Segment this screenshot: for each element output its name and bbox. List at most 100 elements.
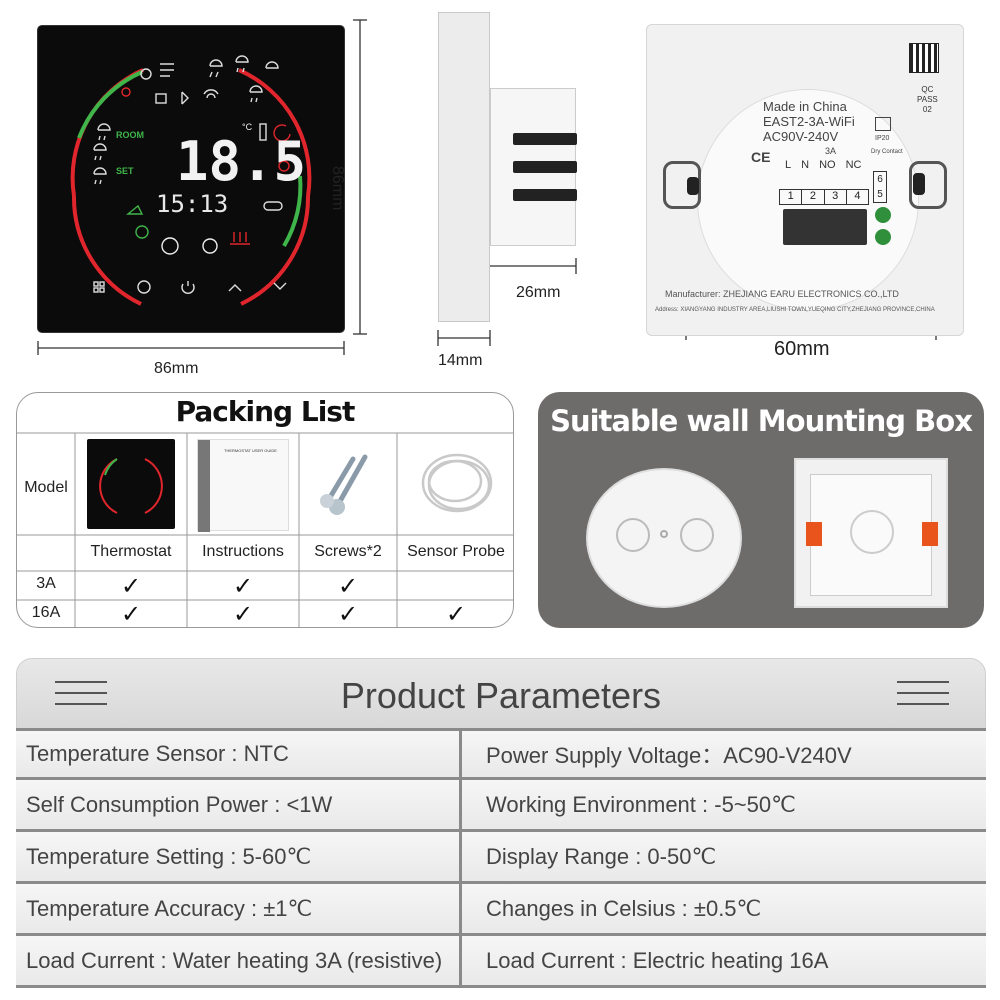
address-text: Address: XIANGYANG INDUSTRY AREA,LIUSHI … — [655, 307, 935, 313]
parameter-cell: Working Environment : -5~50℃ — [462, 780, 986, 829]
lock-icon — [155, 93, 167, 104]
rain-cloud-icon — [97, 123, 111, 141]
parameter-cell: Temperature Sensor : NTC — [16, 731, 462, 777]
instructions-thumbnail: THERMOSTAT USER GUIDE — [197, 439, 289, 532]
product-parameters-title: Product Parameters — [340, 675, 662, 716]
col-instructions: Instructions — [202, 543, 284, 560]
room-label: ROOM — [116, 130, 144, 140]
manufacturer-text: Manufacturer: ZHEJIANG EARU ELECTRONICS … — [665, 289, 899, 299]
check-mark: ✓ — [120, 572, 142, 600]
col-thermostat: Thermostat — [90, 543, 172, 560]
parameter-cell: Self Consumption Power : <1W — [16, 780, 462, 829]
packing-list-panel: Packing List Model THERMOSTAT USER GUIDE… — [16, 392, 514, 628]
side-depth-label: 14mm — [438, 352, 483, 369]
rain-icon — [209, 59, 223, 78]
parameter-cell: Load Current : Electric heating 16A — [462, 936, 986, 985]
sun-red-icon — [121, 87, 131, 97]
sensor-probe-thumbnail — [413, 439, 501, 527]
check-mark: ✓ — [232, 572, 254, 600]
wifi-icon — [203, 89, 219, 99]
mounting-box-panel: Suitable wall Mounting Box — [538, 392, 984, 628]
terminal-block — [783, 209, 867, 245]
clock-icon[interactable] — [137, 280, 151, 294]
sleet-icon — [93, 167, 107, 185]
screws-thumbnail — [315, 443, 385, 523]
set-label: SET — [116, 166, 134, 176]
drizzle-icon — [93, 143, 107, 161]
front-height-label: 86mm — [329, 166, 346, 211]
up-arrow-icon[interactable] — [228, 284, 242, 292]
toggle-icon — [263, 201, 283, 211]
auto-icon — [202, 238, 218, 254]
mounting-box-title: Suitable wall Mounting Box — [550, 404, 973, 438]
heat-red-icon — [278, 160, 290, 172]
check-mark: ✓ — [232, 600, 254, 628]
round-mounting-box — [586, 468, 742, 608]
thermostat-front-panel: ROOM SET 18.5 °C 15:13 — [38, 26, 344, 332]
menu-lines-icon-right — [897, 681, 949, 714]
ce-mark: CE — [751, 149, 771, 165]
col-screws: Screws*2 — [314, 543, 382, 560]
packing-list-grid — [17, 432, 513, 627]
thermometer-icon — [259, 123, 267, 141]
ring-red-left-lower — [71, 195, 142, 306]
showers-icon — [249, 85, 263, 103]
model-header: Model — [24, 479, 68, 496]
ring-green-right — [282, 175, 303, 248]
back-label-text: Made in China EAST2-3A-WiFi AC90V-240V 3… — [763, 99, 855, 156]
square-mounting-box — [794, 458, 948, 608]
check-mark: ✓ — [120, 600, 142, 628]
parameter-row: Load Current : Water heating 3A (resisti… — [16, 936, 986, 988]
back-width-label: 60mm — [774, 338, 830, 360]
parameter-cell: Changes in Celsius : ±0.5℃ — [462, 884, 986, 933]
thermostat-thumbnail — [87, 439, 175, 529]
row-model-3a: 3A — [36, 575, 56, 592]
parameter-cell: Display Range : 0-50℃ — [462, 832, 986, 881]
heating-red-icon — [230, 232, 250, 245]
col-sensor-probe: Sensor Probe — [407, 543, 505, 560]
thermostat-side-profile — [438, 12, 490, 322]
unit-label: °C — [242, 122, 253, 132]
parameter-cell: Temperature Setting : 5-60℃ — [16, 832, 462, 881]
cloud-icon — [265, 61, 279, 69]
ring-red-right — [238, 68, 312, 197]
dry-contact-label: Dry Contact — [871, 149, 903, 155]
qr-code — [909, 43, 939, 73]
check-mark: ✓ — [337, 600, 359, 628]
ip-rating: IP20 — [875, 135, 890, 142]
ring-red-right-lower — [240, 195, 311, 306]
refresh-red-icon — [273, 124, 291, 142]
ring-green-left — [77, 70, 143, 139]
back-depth-label: 26mm — [516, 284, 561, 301]
menu-lines-icon-left — [55, 681, 107, 714]
parameter-cell: Temperature Accuracy : ±1℃ — [16, 884, 462, 933]
check-mark: ✓ — [337, 572, 359, 600]
fog-icon — [160, 63, 174, 77]
parameter-cell: Power Supply Voltage：AC90-V240V — [462, 731, 986, 777]
power-icon[interactable] — [181, 281, 195, 294]
temperature-display: 18.5 — [176, 130, 306, 193]
front-width-label: 86mm — [154, 360, 199, 377]
thermostat-display-svg: ROOM SET 18.5 °C 15:13 — [70, 55, 312, 306]
eco-green-icon — [135, 225, 149, 239]
side-profile-body — [490, 88, 577, 246]
check-mark: ✓ — [445, 600, 467, 628]
terminal-block-labels: 1 2 3 4 — [779, 189, 869, 205]
row-model-16a: 16A — [31, 604, 61, 621]
packing-list-title: Packing List — [175, 395, 356, 428]
leaf-green-icon — [126, 204, 144, 215]
down-arrow-icon[interactable] — [273, 282, 287, 290]
parameter-cell: Load Current : Water heating 3A (resisti… — [16, 936, 462, 985]
bluetooth-icon — [181, 91, 189, 105]
snow-cloud-icon — [235, 55, 249, 73]
menu-grid-icon[interactable] — [93, 281, 105, 293]
